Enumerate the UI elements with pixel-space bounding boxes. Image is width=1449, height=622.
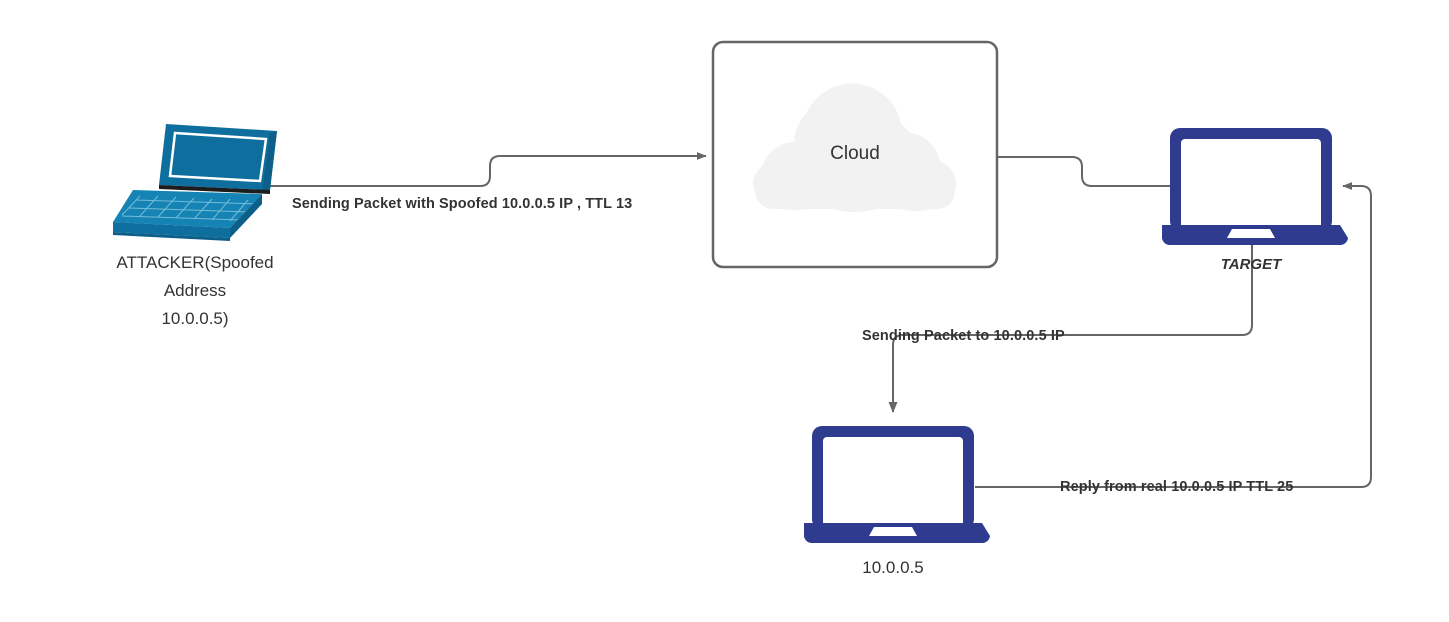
attacker-label-line-1: ATTACKER(Spoofed bbox=[116, 253, 274, 272]
attacker-label-line-2: Address bbox=[163, 281, 227, 300]
cloud-box bbox=[711, 40, 999, 269]
attacker-label-line-3: 10.0.0.5) bbox=[161, 309, 229, 328]
connector-cloud-to-target bbox=[997, 156, 1172, 187]
connector-target-to-victim bbox=[888, 232, 1253, 413]
cloud-icon bbox=[753, 83, 956, 212]
edge-label-victim-to-target: Reply from real 10.0.0.5 IP TTL 25 bbox=[1060, 479, 1294, 495]
edge-label-target-to-victim: Sending Packet to 10.0.0.5 IP bbox=[862, 328, 1065, 344]
edge-label-attacker-to-cloud: Sending Packet with Spoofed 10.0.0.5 IP … bbox=[292, 196, 633, 212]
laptop-front-icon-victim bbox=[804, 426, 990, 543]
laptop-isometric-icon bbox=[113, 124, 277, 241]
laptop-front-icon-target bbox=[1162, 128, 1348, 245]
connector-attacker-to-cloud bbox=[265, 152, 707, 187]
connector-victim-to-target bbox=[975, 182, 1372, 488]
target-label: TARGET bbox=[1220, 256, 1282, 273]
cloud-label: Cloud bbox=[830, 143, 880, 164]
victim-label: 10.0.0.5 bbox=[862, 558, 924, 577]
